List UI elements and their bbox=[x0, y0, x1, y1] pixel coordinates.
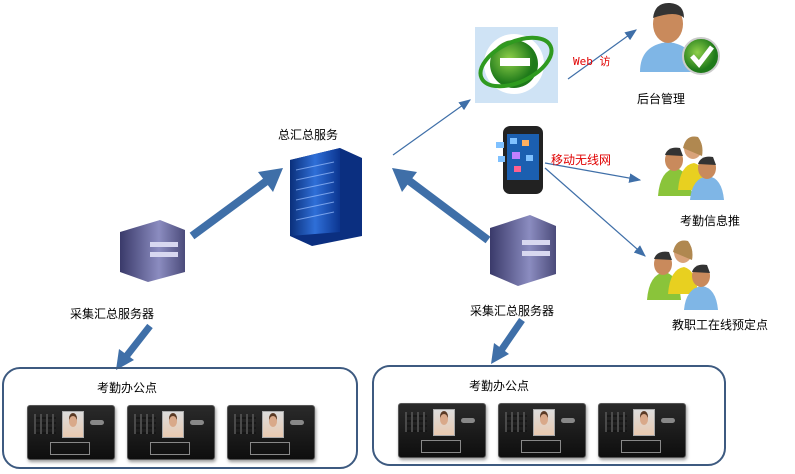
upload-arrow-left bbox=[189, 168, 283, 240]
mobile-network-label: 移动无线网 bbox=[551, 153, 612, 167]
face-attendance-terminal-icon bbox=[498, 403, 586, 458]
browser-icon bbox=[475, 27, 558, 103]
upload-arrow-right bbox=[392, 168, 491, 244]
central-server-icon bbox=[290, 148, 362, 246]
office-right-group: 考勤办公点 bbox=[372, 365, 726, 466]
office-right-label: 考勤办公点 bbox=[469, 379, 530, 393]
arrow-web-to-admin bbox=[567, 29, 637, 80]
face-attendance-terminal-icon bbox=[598, 403, 686, 458]
office-left-label: 考勤办公点 bbox=[97, 381, 158, 395]
collect-server-right-icon bbox=[490, 215, 556, 286]
central-server-label: 总汇总服务 bbox=[278, 128, 339, 142]
face-attendance-terminal-icon bbox=[398, 403, 486, 458]
arrow-mobile-to-push bbox=[544, 162, 642, 183]
arrow-server-to-web bbox=[392, 99, 471, 156]
face-attendance-terminal-icon bbox=[227, 405, 315, 460]
mobile-phone-icon bbox=[496, 126, 543, 194]
face-attendance-terminal-icon bbox=[27, 405, 115, 460]
collect-server-right-label: 采集汇总服务器 bbox=[470, 304, 555, 318]
collect-server-left-icon bbox=[120, 220, 185, 282]
user-group-push-icon bbox=[658, 136, 724, 200]
admin-user-icon bbox=[640, 2, 720, 75]
collect-server-left-label: 采集汇总服务器 bbox=[70, 307, 155, 321]
office-left-group: 考勤办公点 bbox=[2, 367, 358, 469]
face-attendance-terminal-icon bbox=[127, 405, 215, 460]
admin-label: 后台管理 bbox=[637, 92, 686, 106]
web-access-label: Web 访 bbox=[573, 55, 611, 68]
arrow-mobile-to-booking bbox=[544, 167, 646, 257]
attendance-push-label: 考勤信息推 bbox=[680, 214, 741, 228]
down-arrow-right bbox=[491, 318, 525, 364]
user-group-booking-icon bbox=[647, 240, 718, 310]
down-arrow-left bbox=[116, 323, 153, 370]
staff-booking-label: 教职工在线预定点 bbox=[672, 318, 769, 332]
